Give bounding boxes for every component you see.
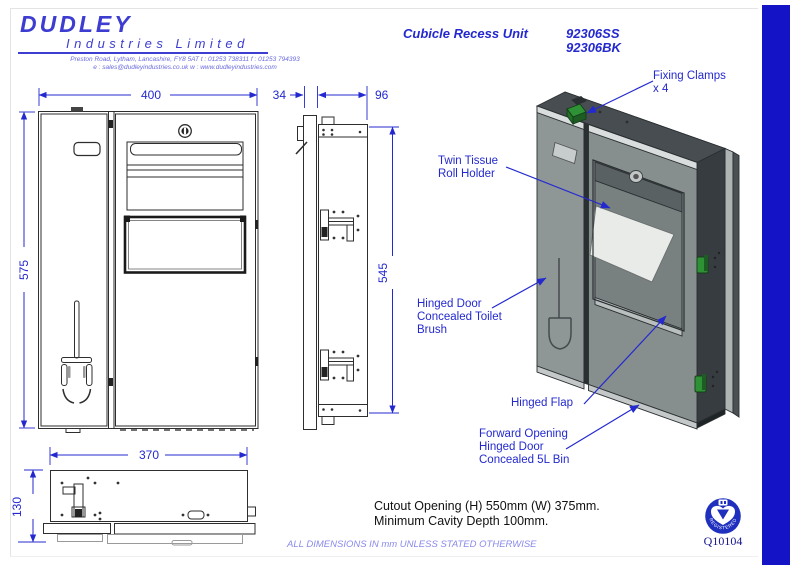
sheet-frame-bottom [10, 556, 758, 557]
callout-toilet-brush-line1: Hinged Door [417, 298, 482, 310]
callout-fixing-clamps-line1: Fixing Clamps [653, 70, 726, 82]
dimension-lines [18, 86, 399, 543]
bsi-kitemark-logo: REGISTERED [705, 498, 741, 534]
iso-toilet-brush-engraving [548, 258, 572, 350]
callout-hinged-flap: Hinged Flap [511, 397, 573, 410]
callout-twin-tissue: Twin Tissue Roll Holder [438, 155, 498, 181]
sheet-frame-left [10, 8, 11, 557]
callout-toilet-brush-line3: Brush [417, 324, 448, 336]
dim-front-height: 575 [17, 259, 31, 281]
dim-side-depth: 96 [375, 88, 389, 102]
side-clamp-upper [320, 209, 360, 242]
callout-twin-tissue-line2: Roll Holder [438, 168, 495, 180]
front-view-drawing [38, 107, 259, 433]
product-code-bk: 92306BK [566, 40, 621, 55]
bottom-clamp [60, 476, 102, 521]
bottom-view-drawing [43, 470, 256, 546]
side-view-drawing [295, 115, 368, 430]
dim-bottom-width: 370 [138, 448, 160, 462]
callout-fixing-clamps: Fixing Clamps x 4 [653, 70, 726, 96]
dim-front-width: 400 [140, 88, 162, 102]
dim-bottom-depth: 130 [10, 496, 24, 518]
toilet-brush-outline [61, 300, 93, 404]
iso-side-fixing-clamp-lower [694, 370, 719, 393]
iso-side-fixing-clamp-upper [696, 251, 721, 274]
iso-top-fixing-clamp [566, 95, 587, 126]
callout-toilet-brush-line2: Concealed Toilet [417, 311, 502, 323]
callout-bin-door: Forward Opening Hinged Door Concealed 5L… [479, 428, 569, 467]
address-line1: Preston Road, Lytham, Lancashire, FY8 5A… [70, 56, 300, 63]
dim-side-height: 545 [376, 262, 390, 284]
product-code-ss: 92306SS [566, 26, 620, 41]
callout-twin-tissue-line1: Twin Tissue [438, 155, 499, 167]
brand-logo-line1: DUDLEY [20, 11, 133, 37]
product-title: Cubicle Recess Unit [403, 26, 528, 41]
dimensions-note: ALL DIMENSIONS IN mm UNLESS STATED OTHER… [287, 539, 537, 550]
callout-fixing-clamps-line2: x 4 [653, 83, 669, 95]
brand-underline [18, 52, 268, 54]
right-blue-bar [762, 5, 790, 565]
isometric-view [535, 91, 740, 430]
callout-bin-door-line2: Hinged Door [479, 441, 544, 453]
cutout-note-line2: Minimum Cavity Depth 100mm. [374, 514, 549, 528]
callout-bin-door-line1: Forward Opening [479, 428, 568, 440]
callout-hinged-flap-line1: Hinged Flap [511, 397, 574, 409]
side-clamp-lower [320, 349, 360, 382]
callout-arrows [491, 80, 667, 450]
callout-bin-door-line3: Concealed 5L Bin [479, 454, 570, 466]
certificate-number: Q10104 [703, 534, 743, 548]
cutout-note-line1: Cutout Opening (H) 550mm (W) 375mm. [374, 499, 600, 513]
callout-toilet-brush: Hinged Door Concealed Toilet Brush [417, 298, 502, 337]
address-line2: e : sales@dudleyindustries.co.uk w : www… [93, 63, 277, 71]
brand-logo-line2: Industries Limited [66, 36, 249, 51]
dim-side-flange: 34 [272, 88, 286, 102]
sheet-frame-top [10, 8, 758, 9]
